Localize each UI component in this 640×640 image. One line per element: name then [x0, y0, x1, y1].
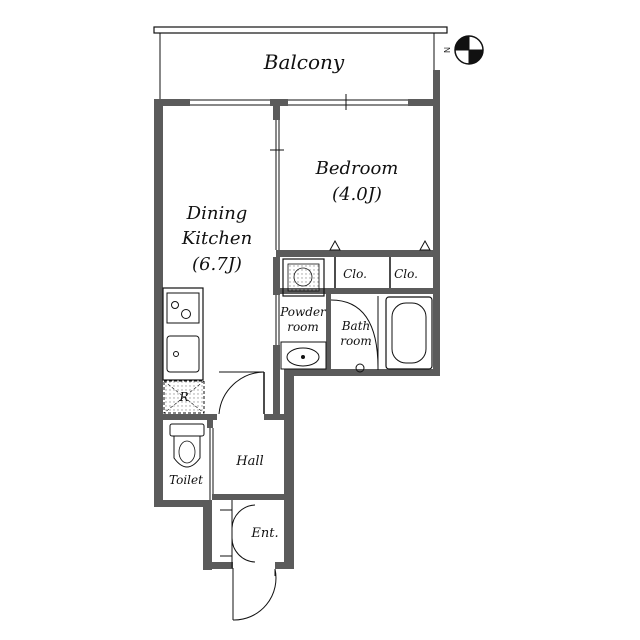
interior-walls — [163, 106, 440, 500]
bath-door[interactable] — [330, 296, 379, 370]
powder-label-line1: Powder — [279, 305, 327, 319]
closet-2-label: Clo. — [394, 267, 418, 281]
toilet-label: Toilet — [169, 473, 203, 487]
closet-markers — [329, 239, 431, 251]
refrigerator-label: R — [178, 390, 188, 404]
front-door[interactable] — [232, 568, 277, 621]
compass: N — [443, 35, 484, 65]
dining-label-line1: Dining — [186, 203, 248, 224]
exterior-walls — [154, 70, 440, 570]
balcony-label: Balcony — [263, 50, 345, 74]
toilet-icon — [169, 423, 205, 468]
closet-1-label: Clo. — [343, 267, 367, 281]
north-label: N — [443, 47, 452, 53]
kitchen-sink-icon — [166, 335, 200, 373]
bedroom-size: (4.0J) — [332, 184, 382, 205]
dining-size: (6.7J) — [192, 254, 242, 275]
dining-label-line2: Kitchen — [181, 228, 252, 249]
kitchen-counter — [162, 287, 204, 381]
bathtub — [355, 296, 433, 373]
bath-label-line1: Bath — [341, 319, 371, 333]
refrigerator-space — [163, 380, 205, 414]
hall-door[interactable] — [218, 371, 265, 415]
bath-label-line2: room — [340, 334, 372, 348]
washing-machine-space — [282, 258, 325, 297]
entrance-door[interactable] — [220, 500, 256, 568]
powder-sink — [280, 341, 327, 370]
powder-label-line2: room — [287, 320, 319, 334]
hall-label: Hall — [235, 454, 263, 469]
stove-icon — [166, 292, 200, 324]
entrance-label: Ent. — [250, 526, 278, 541]
bedroom-label: Bedroom — [315, 158, 399, 179]
balcony — [153, 26, 448, 100]
